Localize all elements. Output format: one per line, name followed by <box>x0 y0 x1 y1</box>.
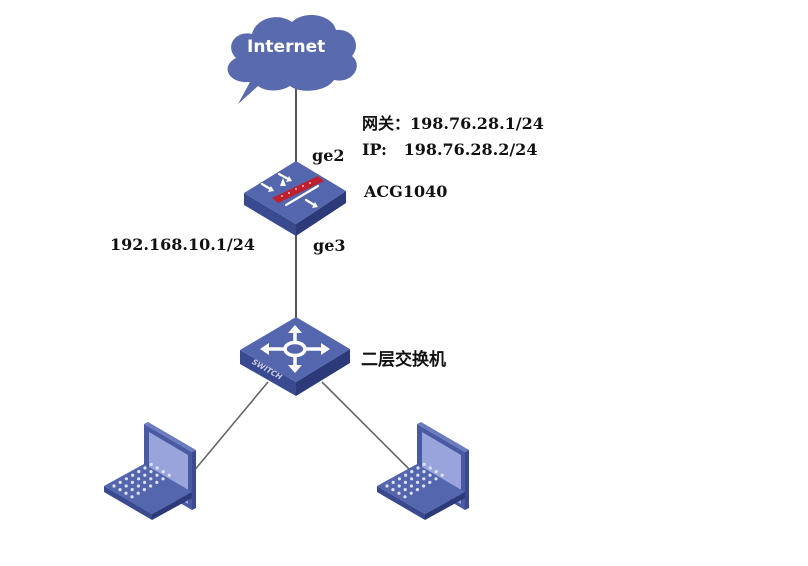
keyboard-key <box>397 477 401 481</box>
laptop-left-icon <box>104 422 196 520</box>
keyboard-key <box>124 491 128 495</box>
keyboard-key <box>403 480 407 484</box>
keyboard-key <box>143 466 147 470</box>
laptop-right-icon <box>377 422 469 520</box>
keyboard-key <box>130 480 134 484</box>
keyboard-key <box>397 491 401 495</box>
switch-name-label: 二层交换机 <box>361 350 446 370</box>
keyboard-key <box>434 470 438 474</box>
wan-ip-address-label: IP: 198.76.28.2/24 <box>362 140 538 159</box>
keyboard-key <box>428 480 432 484</box>
keyboard-key <box>428 473 432 477</box>
firewall-name-label: ACG1040 <box>364 182 448 201</box>
keyboard-key <box>422 477 426 481</box>
keyboard-key <box>155 466 159 470</box>
keyboard-key <box>410 470 414 474</box>
keyboard-key <box>391 488 395 492</box>
internet-cloud-icon <box>227 15 357 104</box>
keyboard-key <box>161 470 165 474</box>
keyboard-key <box>161 477 165 481</box>
keyboard-key <box>391 480 395 484</box>
keyboard-key <box>155 480 159 484</box>
gateway-address-label: 网关：198.76.28.1/24 <box>362 114 544 133</box>
keyboard-key <box>397 484 401 488</box>
keyboard-key <box>143 473 147 477</box>
keyboard-key <box>118 488 122 492</box>
keyboard-key <box>422 470 426 474</box>
keyboard-key <box>124 484 128 488</box>
keyboard-key <box>167 473 171 477</box>
keyboard-key <box>112 484 116 488</box>
link-switch-laptop-right <box>321 381 413 473</box>
keyboard-key <box>149 470 153 474</box>
keyboard-key <box>124 477 128 481</box>
lan-port-label: ge3 <box>313 236 346 255</box>
lan-ip-address-label: 192.168.10.1/24 <box>110 235 256 254</box>
keyboard-key <box>416 466 420 470</box>
keyboard-key <box>416 480 420 484</box>
keyboard-key <box>409 484 413 488</box>
keyboard-key <box>142 488 146 492</box>
keyboard-key <box>155 473 159 477</box>
keyboard-key <box>422 484 426 488</box>
keyboard-key <box>409 491 413 495</box>
keyboard-key <box>428 466 432 470</box>
wan-port-label: ge2 <box>312 146 345 165</box>
keyboard-key <box>403 495 407 499</box>
keyboard-key <box>149 484 153 488</box>
keyboard-key <box>149 477 153 481</box>
keyboard-key <box>403 488 407 492</box>
firewall-device-icon <box>244 161 346 236</box>
keyboard-key <box>136 491 140 495</box>
keyboard-key <box>130 495 134 499</box>
keyboard-key <box>385 484 389 488</box>
keyboard-key <box>131 473 135 477</box>
keyboard-key <box>143 480 147 484</box>
keyboard-key <box>149 462 153 466</box>
keyboard-key <box>137 477 141 481</box>
keyboard-key <box>422 462 426 466</box>
keyboard-key <box>440 473 444 477</box>
link-switch-laptop-left <box>192 381 269 473</box>
internet-label: Internet <box>247 37 326 57</box>
keyboard-key <box>410 477 414 481</box>
keyboard-key <box>130 488 134 492</box>
keyboard-key <box>404 473 408 477</box>
keyboard-key <box>416 473 420 477</box>
keyboard-key <box>136 484 140 488</box>
keyboard-key <box>415 488 419 492</box>
keyboard-key <box>118 480 122 484</box>
keyboard-key <box>434 477 438 481</box>
switch-device-icon: SWITCH <box>240 317 350 396</box>
keyboard-key <box>137 470 141 474</box>
